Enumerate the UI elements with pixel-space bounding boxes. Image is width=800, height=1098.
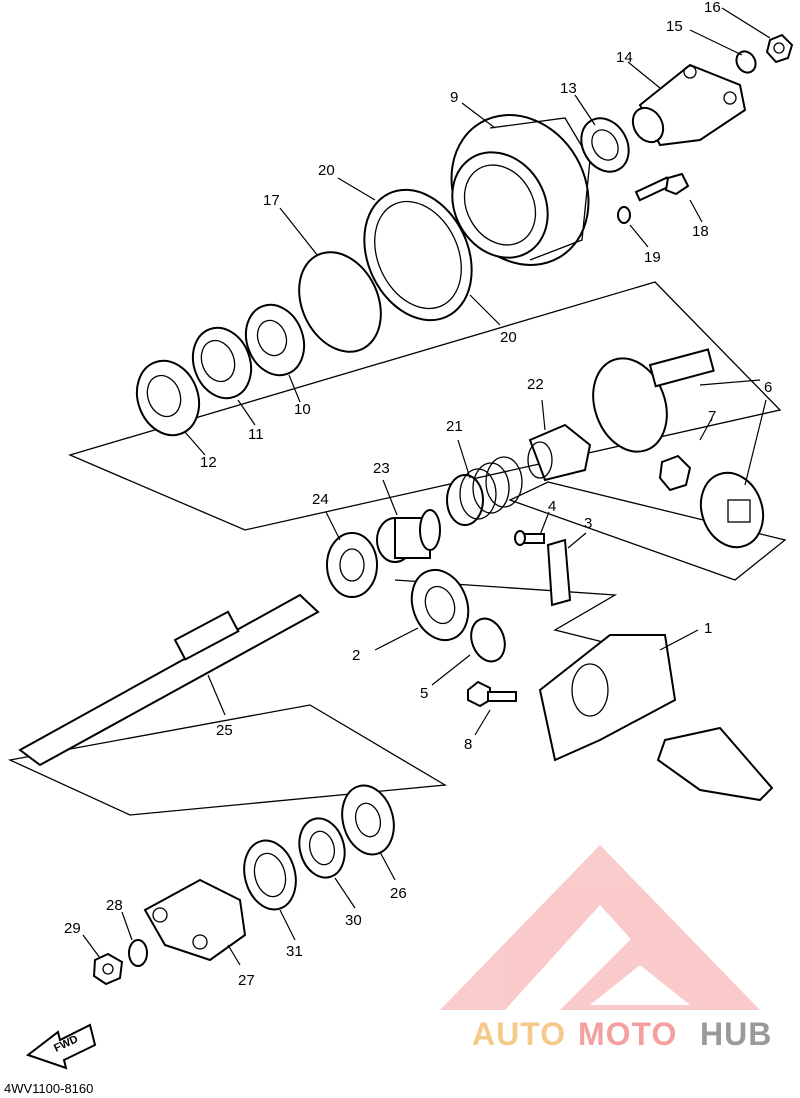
callout-7: 7 <box>708 408 716 425</box>
callout-27: 27 <box>238 972 255 989</box>
callout-30: 30 <box>345 912 362 929</box>
callout-3: 3 <box>584 515 592 532</box>
bearing-2 <box>410 568 470 642</box>
callout-5: 5 <box>420 685 428 702</box>
washer-28 <box>128 939 148 967</box>
leader-lines <box>82 7 771 966</box>
yoke-14 <box>631 63 747 147</box>
callout-18: 18 <box>692 223 709 240</box>
collar-22 <box>527 423 592 482</box>
washer-5 <box>470 617 506 663</box>
callout-1: 1 <box>704 620 712 637</box>
nut-7 <box>658 454 692 492</box>
watermark-hub: HUB <box>700 1016 772 1052</box>
callout-labels: 1 2 3 4 5 6 7 8 9 10 11 12 13 14 15 16 1… <box>64 0 772 989</box>
bolt-8 <box>467 680 517 708</box>
sleeve-23 <box>376 509 441 563</box>
callout-20-b: 20 <box>500 329 517 346</box>
callout-6: 6 <box>764 379 772 396</box>
bolt-18 <box>634 172 690 202</box>
nut-29 <box>92 952 124 986</box>
callout-4: 4 <box>548 498 556 515</box>
callout-8: 8 <box>464 736 472 753</box>
callout-14: 14 <box>616 49 633 66</box>
o-ring-17 <box>298 251 382 353</box>
watermark-auto: AUTO <box>472 1016 566 1052</box>
washer-19 <box>617 206 631 224</box>
nut-16 <box>765 33 794 64</box>
callout-24: 24 <box>312 491 329 508</box>
bearing-24 <box>326 532 378 598</box>
subassembly-frame-upper <box>68 281 782 531</box>
gasket-20 <box>363 188 473 322</box>
callout-29: 29 <box>64 920 81 937</box>
callout-26: 26 <box>390 885 407 902</box>
callout-28: 28 <box>106 897 123 914</box>
yoke-27 <box>143 878 247 962</box>
callout-16: 16 <box>704 0 721 16</box>
callout-11: 11 <box>248 426 264 443</box>
callout-12: 12 <box>200 454 217 471</box>
washer-15 <box>735 50 757 74</box>
spring-21 <box>446 456 523 526</box>
watermark-text: AUTO MOTO HUB <box>472 1016 772 1052</box>
subassembly-frame-lower <box>394 579 636 651</box>
callout-21: 21 <box>446 418 463 435</box>
callout-17: 17 <box>263 192 280 209</box>
bearing-12 <box>135 359 201 437</box>
bracket-3 <box>546 538 572 607</box>
drive-shaft-25 <box>18 593 320 767</box>
callout-19: 19 <box>644 249 661 266</box>
oil-seal-13 <box>580 117 630 173</box>
callout-31: 31 <box>286 943 303 960</box>
callout-15: 15 <box>666 18 683 35</box>
bearing-10 <box>244 303 306 377</box>
diagram-code: 4WV1100-8160 <box>4 1081 93 1096</box>
ring-nut-30 <box>298 817 346 879</box>
callout-20: 20 <box>318 162 335 179</box>
subassembly-frame-bottom <box>7 704 448 816</box>
callout-25: 25 <box>216 722 233 739</box>
callout-13: 13 <box>560 80 577 97</box>
callout-9: 9 <box>450 89 458 106</box>
callout-22: 22 <box>527 376 544 393</box>
callout-23: 23 <box>373 460 390 477</box>
bearing-26 <box>341 784 395 856</box>
gear-case-1 <box>538 634 774 802</box>
screw-4 <box>514 530 545 546</box>
ring-nut-11 <box>191 326 253 400</box>
callout-2: 2 <box>352 647 360 664</box>
watermark-moto: MOTO <box>578 1016 677 1052</box>
callout-10: 10 <box>294 401 311 418</box>
watermark-logo <box>440 845 760 1010</box>
oil-seal-31 <box>243 839 297 911</box>
bevel-gear-6 <box>592 348 765 549</box>
fwd-arrow-icon: FWD <box>25 1023 97 1070</box>
